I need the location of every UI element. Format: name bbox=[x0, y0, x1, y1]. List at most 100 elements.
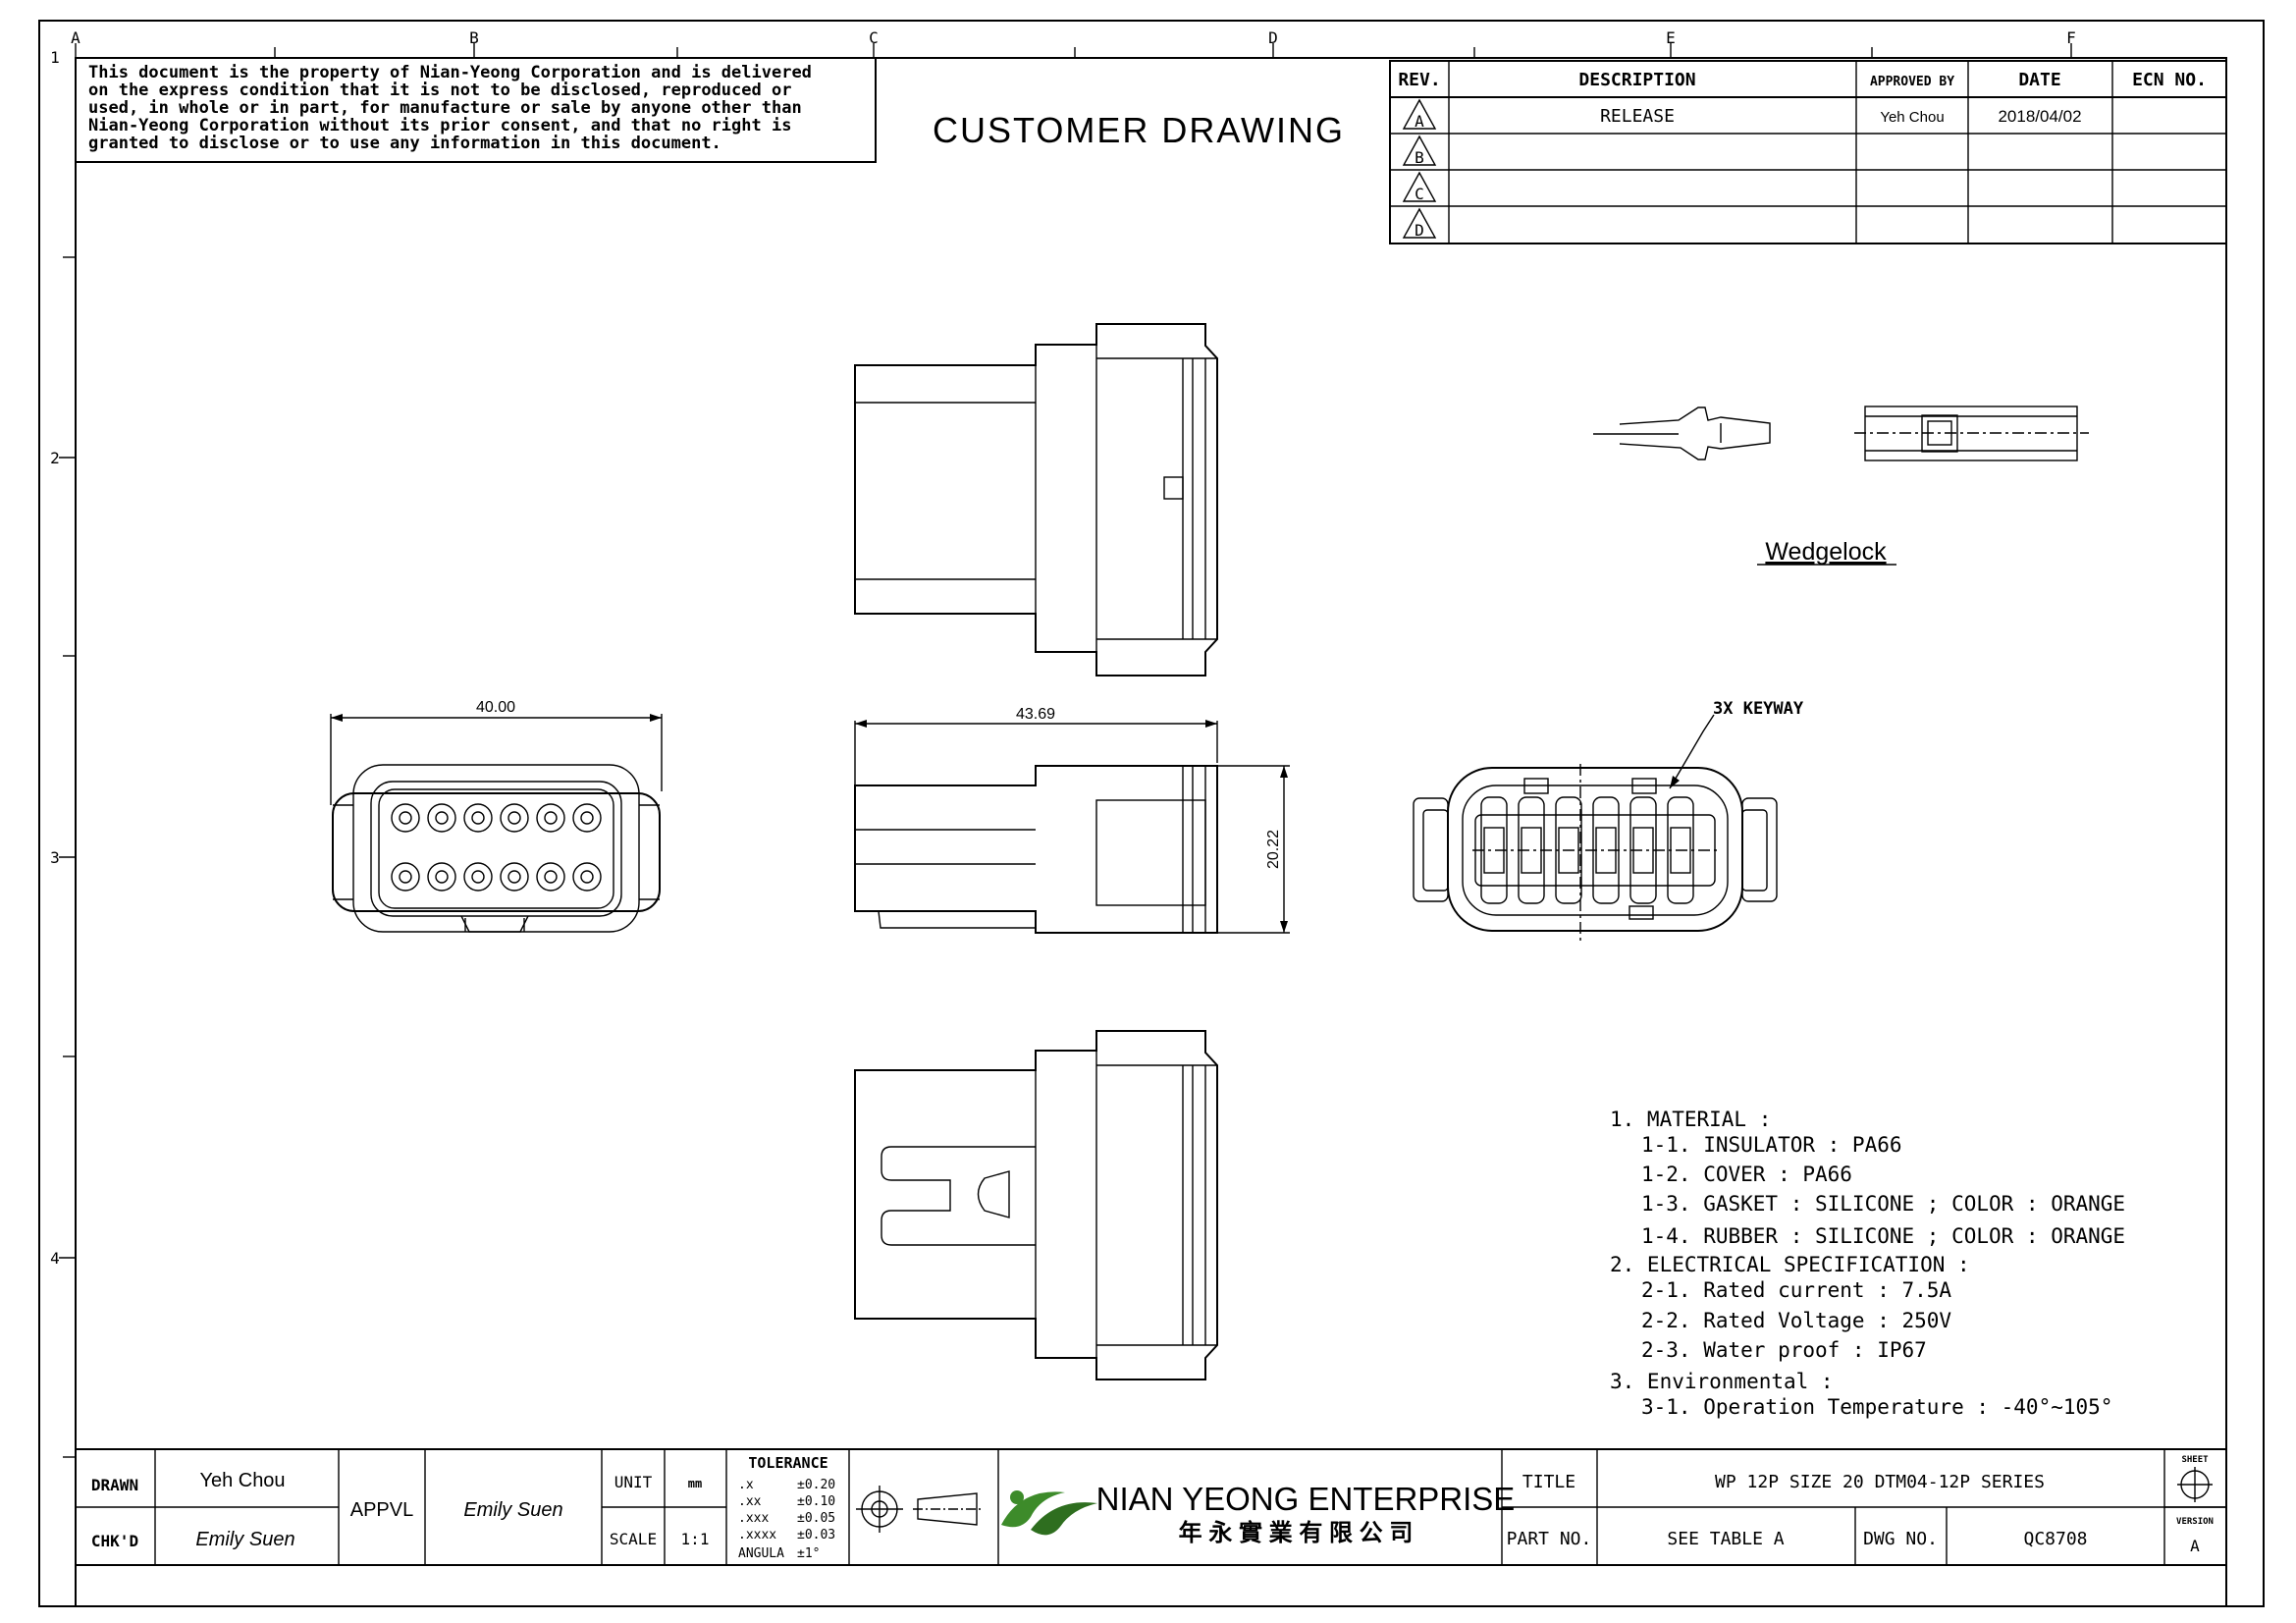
rev-c-marker: C bbox=[1402, 171, 1437, 203]
svg-text:.xxx: .xxx bbox=[738, 1511, 769, 1526]
zone-col-a: A bbox=[71, 28, 80, 47]
rev-a-marker: A bbox=[1402, 98, 1437, 131]
zone-rows: 1 2 3 4 bbox=[50, 48, 76, 1458]
note-line: 1-2. COVER : PA66 bbox=[1641, 1163, 1852, 1186]
title-block: DRAWN Yeh Chou CHK'D Emily Suen APPVL Em… bbox=[75, 1448, 2227, 1566]
note-line: 2. ELECTRICAL SPECIFICATION : bbox=[1610, 1253, 1970, 1276]
outer-border bbox=[38, 20, 2265, 1607]
zone-col-f: F bbox=[2066, 28, 2076, 47]
drawn-label: DRAWN bbox=[91, 1476, 138, 1494]
svg-text:A: A bbox=[1415, 112, 1424, 131]
note-line: 1-3. GASKET : SILICONE ; COLOR : ORANGE bbox=[1641, 1192, 2125, 1216]
sheet-label: SHEET bbox=[2181, 1455, 2209, 1465]
rev-b-marker: B bbox=[1402, 135, 1437, 167]
svg-text:C: C bbox=[1415, 185, 1424, 203]
ecn-header: ECN NO. bbox=[2132, 70, 2207, 90]
zone-row-2: 2 bbox=[50, 449, 60, 467]
zone-col-c: C bbox=[869, 28, 879, 47]
note-line: 2-3. Water proof : IP67 bbox=[1641, 1338, 1927, 1362]
rev-a-date: 2018/04/02 bbox=[1998, 107, 2081, 126]
wedgelock-label: Wedgelock bbox=[1765, 538, 1887, 566]
zone-row-3: 3 bbox=[50, 848, 60, 867]
note-line: 2-2. Rated Voltage : 250V bbox=[1641, 1309, 1951, 1332]
rev-a-description: RELEASE bbox=[1600, 106, 1675, 127]
zone-row-1: 1 bbox=[50, 48, 60, 67]
date-header: DATE bbox=[2018, 70, 2060, 90]
zone-columns: A B C D E F bbox=[71, 28, 2076, 58]
note-line: 3-1. Operation Temperature : -40°~105° bbox=[1641, 1395, 2112, 1419]
side-view: 43.69 20.22 bbox=[854, 706, 1290, 934]
front-view: 40.00 bbox=[330, 699, 663, 933]
svg-text:±0.03: ±0.03 bbox=[797, 1528, 835, 1542]
note-line: 1-4. RUBBER : SILICONE ; COLOR : ORANGE bbox=[1641, 1224, 2125, 1248]
notice-line: on the express condition that it is not … bbox=[88, 81, 791, 100]
svg-text:±0.10: ±0.10 bbox=[797, 1494, 835, 1509]
part-no-label: PART NO. bbox=[1507, 1529, 1592, 1549]
contact-cavity bbox=[391, 803, 602, 892]
svg-text:±0.05: ±0.05 bbox=[797, 1511, 835, 1526]
note-line: 2-1. Rated current : 7.5A bbox=[1641, 1278, 1951, 1302]
note-line: 1. MATERIAL : bbox=[1610, 1108, 1771, 1131]
zone-row-4: 4 bbox=[50, 1249, 60, 1268]
svg-text:.x: .x bbox=[738, 1478, 754, 1492]
svg-text:D: D bbox=[1415, 221, 1424, 240]
zone-col-b: B bbox=[469, 28, 479, 47]
scale-value: 1:1 bbox=[681, 1530, 710, 1548]
drawing-title: CUSTOMER DRAWING bbox=[933, 110, 1345, 150]
notice-line: This document is the property of Nian-Ye… bbox=[88, 63, 812, 82]
unit-label: UNIT bbox=[614, 1473, 653, 1491]
dimension-length: 43.69 bbox=[1016, 706, 1055, 723]
zone-col-e: E bbox=[1666, 28, 1676, 47]
note-line: 3. Environmental : bbox=[1610, 1370, 1834, 1393]
title-value: WP 12P SIZE 20 DTM04-12P SERIES bbox=[1715, 1472, 2045, 1492]
svg-text:±1°: ±1° bbox=[797, 1546, 820, 1561]
approved-by: Emily Suen bbox=[463, 1499, 562, 1521]
zone-col-d: D bbox=[1268, 28, 1278, 47]
unit-value: mm bbox=[688, 1477, 702, 1490]
notes: 1. MATERIAL : 1-1. INSULATOR : PA66 1-2.… bbox=[1610, 1108, 2125, 1419]
wedgelock-views: Wedgelock bbox=[1593, 406, 2089, 566]
svg-text:±0.20: ±0.20 bbox=[797, 1478, 835, 1492]
company-name: NIAN YEONG ENTERPRISE bbox=[1096, 1481, 1516, 1517]
projection-symbol-icon bbox=[856, 1486, 982, 1533]
scale-label: SCALE bbox=[610, 1530, 657, 1548]
rev-d-marker: D bbox=[1402, 207, 1437, 240]
top-view bbox=[854, 323, 1218, 676]
drawn-by: Yeh Chou bbox=[199, 1470, 285, 1491]
title-label: TITLE bbox=[1522, 1472, 1575, 1492]
notice-line: used, in whole or in part, for manufactu… bbox=[88, 98, 802, 118]
dwg-no-value: QC8708 bbox=[2023, 1529, 2087, 1549]
svg-text:ANGULA: ANGULA bbox=[738, 1546, 784, 1561]
rev-header: REV. bbox=[1398, 70, 1440, 90]
keyway-label: 3X KEYWAY bbox=[1713, 699, 1804, 719]
revision-table: REV. DESCRIPTION APPROVED BY DATE ECN NO… bbox=[1389, 60, 2227, 244]
description-header: DESCRIPTION bbox=[1578, 70, 1695, 90]
dimension-height: 20.22 bbox=[1265, 830, 1282, 869]
drawing-frame bbox=[75, 57, 2227, 1607]
company-name-cn: 年 永 實 業 有 限 公 司 bbox=[1179, 1519, 1414, 1546]
part-no-value: SEE TABLE A bbox=[1667, 1529, 1784, 1549]
dwg-no-label: DWG NO. bbox=[1863, 1529, 1938, 1549]
proprietary-notice: This document is the property of Nian-Ye… bbox=[75, 57, 877, 163]
note-line: 1-1. INSULATOR : PA66 bbox=[1641, 1133, 1902, 1157]
rear-view: 3X KEYWAY bbox=[1413, 699, 1804, 941]
version-label: VERSION bbox=[2176, 1517, 2214, 1527]
svg-text:.xxxx: .xxxx bbox=[738, 1528, 776, 1542]
checked-by: Emily Suen bbox=[195, 1529, 294, 1550]
company-logo-icon bbox=[1001, 1490, 1097, 1536]
chkd-label: CHK'D bbox=[91, 1532, 138, 1550]
svg-text:TOLERANCE: TOLERANCE bbox=[748, 1454, 828, 1472]
bottom-view bbox=[854, 1030, 1218, 1380]
svg-text:.xx: .xx bbox=[738, 1494, 762, 1509]
tolerance-table: TOLERANCE .x ±0.20 .xx ±0.10 .xxx ±0.05 … bbox=[738, 1454, 835, 1561]
sheet-symbol-icon bbox=[2177, 1467, 2213, 1502]
appvl-label: APPVL bbox=[350, 1499, 413, 1521]
approved-by-header: APPROVED BY bbox=[1870, 75, 1954, 89]
dimension-width: 40.00 bbox=[476, 699, 515, 716]
rev-a-approver: Yeh Chou bbox=[1880, 109, 1944, 126]
notice-line: Nian-Yeong Corporation without its prior… bbox=[88, 116, 791, 135]
version-value: A bbox=[2190, 1537, 2200, 1555]
notice-line: granted to disclose or to use any inform… bbox=[88, 134, 721, 153]
svg-text:B: B bbox=[1415, 148, 1424, 167]
